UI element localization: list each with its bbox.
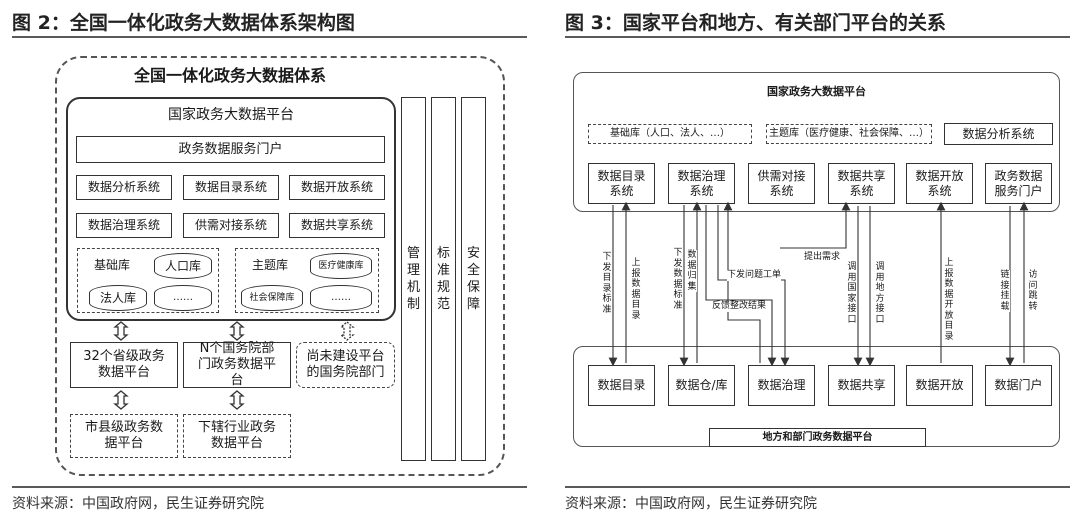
- bottom-system-box: 数据目录: [588, 365, 655, 406]
- pillar-standards: 标准规范: [431, 97, 456, 461]
- top-system-box: 政务数据服务门户: [985, 163, 1052, 204]
- bottom-system-box: 数据仓/库: [668, 365, 735, 406]
- social-security-db: 社会保障库: [241, 285, 303, 311]
- base-library-label: 基础库: [94, 258, 131, 272]
- national-platform-title: 国家政务大数据平台: [767, 85, 866, 98]
- legal-entity-db: 法人库: [89, 285, 147, 311]
- provincial-platform-box: 32个省级政务数据平台: [70, 342, 178, 388]
- top-system-box: 供需对接系统: [748, 163, 815, 204]
- flow-label: 调用国家接口: [847, 262, 857, 325]
- flow-label: 下发目录标准: [602, 252, 612, 315]
- double-arrow-icon: [113, 321, 129, 341]
- theme-library-label: 主题库: [252, 258, 289, 272]
- more-db: ……: [154, 285, 212, 311]
- system-box: 供需对接系统: [183, 213, 279, 238]
- figure-3-source: 资料来源：中国政府网，民生证券研究院: [565, 496, 817, 512]
- base-library-box: 基础库（人口、法人、…）: [588, 124, 752, 144]
- pillar-security: 安全保障: [461, 97, 486, 461]
- top-system-box: 数据目录系统: [588, 163, 655, 204]
- system-title: 全国一体化政务大数据体系: [133, 66, 326, 85]
- industry-platform-box: 下辖行业政务数据平台: [183, 414, 291, 458]
- flow-label: 下发数据标准: [673, 248, 683, 311]
- theme-library-group: [235, 248, 379, 313]
- healthcare-db: 医疗健康库: [310, 253, 372, 279]
- figure-3-heading: 图 3：国家平台和地方、有关部门平台的关系: [565, 12, 946, 34]
- flow-label: 访问跳转: [1028, 270, 1038, 312]
- county-platform-box: 市县级政务数据平台: [70, 414, 178, 458]
- double-arrow-icon: [229, 321, 245, 341]
- national-platform-title: 国家政务大数据平台: [168, 107, 294, 123]
- pillar-management: 管理机制: [401, 97, 426, 461]
- bottom-system-box: 数据开放: [906, 365, 973, 406]
- flow-label: 调用地方接口: [875, 262, 885, 325]
- bottom-system-box: 数据门户: [985, 365, 1052, 406]
- flow-label: 上报数据开放目录: [944, 258, 954, 342]
- double-arrow-icon: [113, 390, 129, 410]
- double-arrow-icon: [339, 321, 355, 341]
- flow-arrow: [723, 201, 761, 363]
- system-box: 数据治理系统: [76, 213, 172, 238]
- figure-2-bottom-rule: [12, 486, 527, 488]
- figure-2-heading: 图 2：全国一体化政务大数据体系架构图: [12, 12, 355, 34]
- flow-arrow: [780, 201, 851, 249]
- flow-label: 链接挂载: [1000, 270, 1010, 312]
- flow-label: 反馈整改结果: [712, 301, 767, 312]
- figure-3-bottom-rule: [565, 486, 1070, 488]
- flow-label: 提出需求: [804, 252, 841, 263]
- local-platform-title: 地方和部门政务数据平台: [709, 428, 926, 447]
- top-system-box: 数据治理系统: [668, 163, 735, 204]
- bottom-system-box: 数据治理: [748, 365, 815, 406]
- base-library-group: [77, 248, 219, 313]
- system-box: 数据共享系统: [289, 213, 385, 238]
- population-db: 人口库: [154, 253, 212, 279]
- top-system-box: 数据共享系统: [828, 163, 895, 204]
- system-box: 数据分析系统: [76, 175, 172, 200]
- top-system-box: 数据开放系统: [906, 163, 973, 204]
- national-platform-frame: [66, 97, 396, 321]
- portal-box: 政务数据服务门户: [76, 136, 385, 163]
- more-db: ……: [310, 285, 372, 311]
- flow-label: 上报数据目录: [631, 258, 641, 321]
- figure-3-rule: [565, 36, 1070, 38]
- double-arrow-icon: [229, 390, 245, 410]
- ministry-platform-box: N个国务院部门政务数据平台: [183, 341, 291, 388]
- system-box: 数据开放系统: [289, 175, 385, 200]
- unbuilt-ministries-box: 尚未建设平台的国务院部门: [296, 342, 395, 388]
- theme-library-box: 主题库（医疗健康、社会保障、…）: [766, 124, 932, 144]
- system-box: 数据目录系统: [183, 175, 279, 200]
- flow-label: 数据归集: [687, 250, 697, 292]
- flow-label: 下发问题工单: [727, 270, 782, 281]
- figure-2-source: 资料来源：中国政府网，民生证券研究院: [12, 496, 264, 512]
- system-outer-frame: [55, 56, 505, 476]
- analysis-system-box: 数据分析系统: [944, 123, 1053, 145]
- figure-2-rule: [12, 36, 527, 38]
- flow-arrow: [705, 205, 777, 367]
